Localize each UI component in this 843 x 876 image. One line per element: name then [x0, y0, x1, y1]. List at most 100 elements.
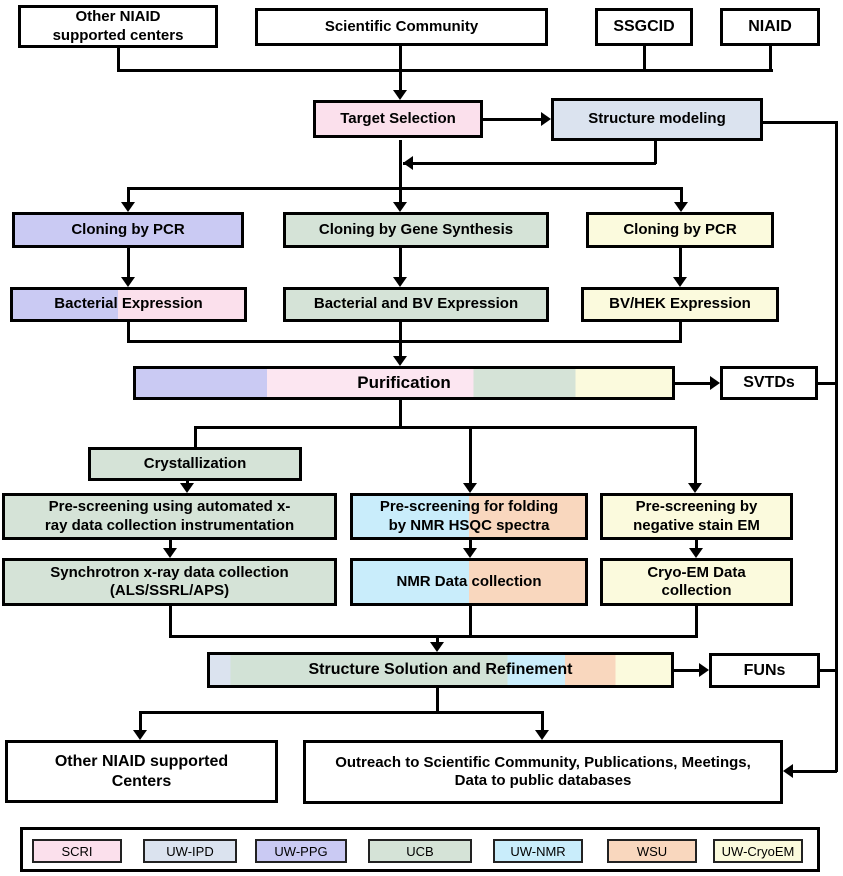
- node-svtds: SVTDs: [720, 366, 818, 400]
- edge: [194, 427, 197, 447]
- node-structure-modeling: Structure modeling: [551, 98, 763, 141]
- edge: [680, 188, 683, 204]
- arrowhead-right: [699, 663, 709, 677]
- edge: [763, 121, 837, 124]
- edge: [436, 688, 439, 713]
- node-structure-solution: Structure Solution and Refinement: [207, 652, 674, 688]
- edge: [399, 341, 402, 359]
- edge: [169, 635, 698, 638]
- node-label: Outreach to Scientific Community, Public…: [335, 753, 751, 789]
- edge: [399, 140, 402, 189]
- node-bacterial-bv-expression: Bacterial and BV Expression: [283, 287, 549, 322]
- legend-label: SCRI: [61, 843, 93, 859]
- legend-swatch-uw-cryoem: UW-CryoEM: [713, 839, 803, 863]
- node-label: Cloning by PCR: [623, 220, 737, 238]
- node-target-selection: Target Selection: [313, 100, 483, 138]
- arrowhead-down: [163, 548, 177, 558]
- node-cloning-pcr-right: Cloning by PCR: [586, 212, 774, 248]
- arrowhead-down: [121, 277, 135, 287]
- edge: [436, 636, 439, 644]
- edge: [674, 669, 701, 672]
- node-prescreen-xray: Pre-screening using automated x-ray data…: [2, 493, 337, 540]
- arrowhead-right: [541, 112, 551, 126]
- node-label: NIAID: [748, 18, 792, 36]
- edge: [675, 382, 713, 385]
- node-label: Cryo-EM Data collection: [647, 563, 746, 599]
- edge: [399, 400, 402, 428]
- node-label: Pre-screening for folding by NMR HSQC sp…: [379, 498, 559, 534]
- arrowhead-down: [430, 642, 444, 652]
- arrowhead-left: [783, 764, 793, 778]
- legend-label: UW-CryoEM: [721, 843, 795, 859]
- node-bv-hek-expression: BV/HEK Expression: [581, 287, 779, 322]
- node-label: Structure modeling: [588, 110, 726, 128]
- node-label: Cloning by PCR: [71, 220, 185, 238]
- edge: [791, 770, 837, 773]
- edge: [835, 121, 838, 772]
- legend-swatch-wsu: WSU: [607, 839, 697, 863]
- node-funs: FUNs: [709, 653, 820, 688]
- arrowhead-down: [674, 202, 688, 212]
- arrowhead-down: [393, 90, 407, 100]
- edge: [643, 46, 646, 70]
- edge: [169, 540, 172, 550]
- node-label: NMR Data collection: [396, 572, 542, 590]
- node-label: BV/HEK Expression: [609, 295, 751, 313]
- edge: [139, 711, 544, 714]
- node-synchrotron-xray: Synchrotron x-ray data collection (ALS/S…: [2, 558, 337, 606]
- edge: [399, 322, 402, 342]
- arrowhead-down: [463, 483, 477, 493]
- node-cryoem-data-collection: Cryo-EM Data collection: [600, 558, 793, 606]
- arrowhead-down: [133, 730, 147, 740]
- edge: [169, 606, 172, 637]
- edge: [127, 248, 130, 280]
- edge: [679, 322, 682, 342]
- edge: [769, 46, 772, 70]
- node-cloning-gene-synthesis: Cloning by Gene Synthesis: [283, 212, 549, 248]
- arrowhead-down: [535, 730, 549, 740]
- edge: [139, 712, 142, 732]
- edge: [117, 48, 120, 70]
- edge: [679, 248, 682, 280]
- node-label: Structure Solution and Refinement: [308, 661, 573, 679]
- node-cloning-pcr-left: Cloning by PCR: [12, 212, 244, 248]
- node-niaid: NIAID: [720, 8, 820, 46]
- node-label: Crystallization: [143, 454, 247, 472]
- edge: [818, 382, 837, 385]
- arrowhead-left: [403, 156, 413, 170]
- legend-swatch-scri: SCRI: [32, 839, 122, 863]
- node-prescreen-em: Pre-screening by negative stain EM: [600, 493, 793, 540]
- edge: [694, 427, 697, 485]
- legend-label: WSU: [636, 843, 668, 859]
- node-label: Synchrotron x-ray data collection (ALS/S…: [50, 563, 289, 599]
- edge: [399, 248, 402, 280]
- edge: [399, 46, 402, 92]
- legend-label: UW-PPG: [274, 843, 328, 859]
- edge: [695, 540, 698, 550]
- edge: [695, 606, 698, 637]
- node-other-niaid-top: Other NIAID supported centers: [18, 5, 218, 48]
- node-label: Other NIAID supported Centers: [54, 752, 229, 790]
- edge: [469, 427, 472, 485]
- arrowhead-down: [121, 202, 135, 212]
- legend-swatch-uw-nmr: UW-NMR: [493, 839, 583, 863]
- arrowhead-right: [710, 376, 720, 390]
- legend-swatch-uw-ppg: UW-PPG: [255, 839, 347, 863]
- node-crystallization: Crystallization: [88, 447, 302, 481]
- node-label: Pre-screening using automated x-ray data…: [44, 498, 295, 534]
- node-ssgcid: SSGCID: [595, 8, 693, 46]
- node-label: FUNs: [743, 661, 786, 679]
- node-purification: Purification: [133, 366, 675, 400]
- arrowhead-down: [673, 277, 687, 287]
- node-label: Bacterial and BV Expression: [313, 295, 519, 313]
- edge: [127, 340, 682, 343]
- edge: [127, 322, 130, 342]
- arrowhead-down: [393, 277, 407, 287]
- node-label: Purification: [357, 372, 451, 392]
- node-label: Pre-screening by negative stain EM: [633, 498, 760, 534]
- legend-label: UCB: [406, 843, 434, 859]
- edge: [483, 118, 543, 121]
- arrowhead-down: [393, 356, 407, 366]
- edge: [469, 606, 472, 637]
